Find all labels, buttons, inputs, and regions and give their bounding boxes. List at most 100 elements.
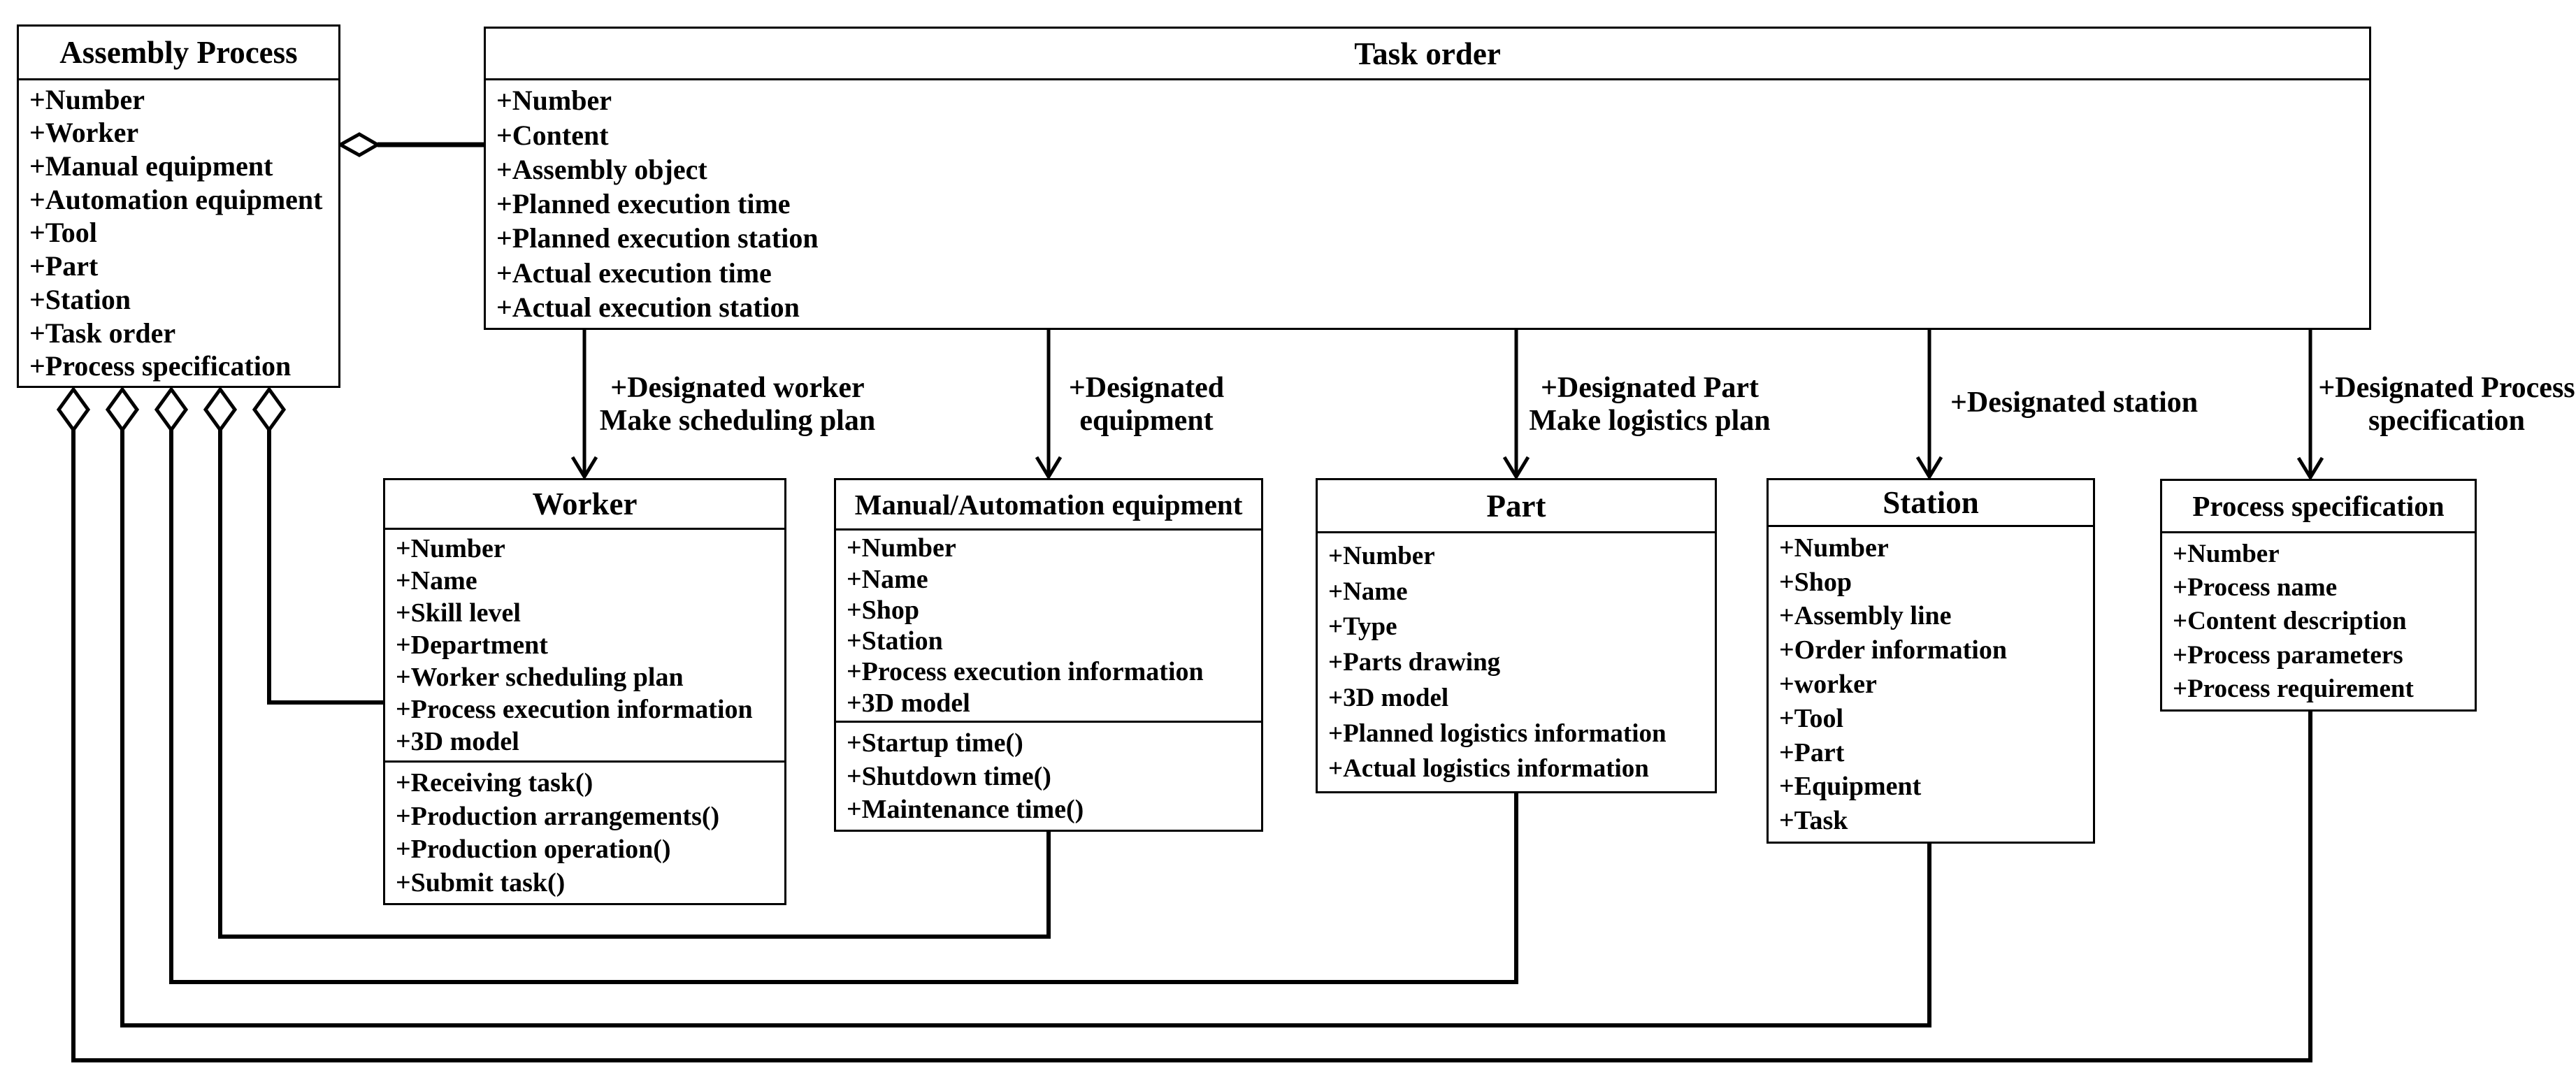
class-attribute: +Task order [29,317,176,349]
arrowhead-icon-process-specification [2296,456,2324,481]
class-attribute: +Number [847,533,956,563]
class-attribute: +Worker scheduling plan [396,663,684,692]
class-attribute: +Planned logistics information [1328,719,1667,748]
class-method: +Startup time() [847,728,1023,758]
class-attribute: +Number [496,85,612,117]
class-attribute: +Number [29,83,145,115]
class-assembly-process: Assembly Process +Number +Worker +Manual… [17,24,340,388]
class-attribute: +3D model [1328,683,1449,712]
edge-label-line: Make logistics plan [1529,405,1771,437]
class-attribute: +Name [396,566,477,596]
class-assembly-process-title: Assembly Process [19,27,338,80]
class-attribute: +Assembly object [496,153,707,185]
aggregation-diamond-icon-task-order [336,132,382,157]
class-attribute: +Name [1328,577,1408,606]
class-method: +Maintenance time() [847,795,1084,825]
aggregation-link-worker [267,430,385,705]
class-attribute: +Task [1779,806,1848,836]
class-attribute: +Actual logistics information [1328,754,1649,784]
class-worker-attributes: +Number +Name +Skill level +Department +… [385,530,784,760]
class-attribute: +Process name [2173,573,2338,603]
aggregation-diamond-icon-4 [203,386,238,433]
class-attribute: +Actual execution station [496,291,800,323]
class-attribute: +Parts drawing [1328,648,1501,677]
class-process-specification-attributes: +Number +Process name +Content descripti… [2162,533,2475,709]
class-attribute: +worker [1779,669,1877,699]
class-assembly-process-attributes: +Number +Worker +Manual equipment +Autom… [19,80,338,386]
class-method: +Receiving task() [396,767,593,798]
edge-label-process-specification: +Designated Process specification [2317,372,2576,438]
class-attribute: +Department [396,630,548,660]
class-method: +Submit task() [396,868,566,898]
class-method: +Production arrangements() [396,801,720,831]
class-task-order: Task order +Number +Content +Assembly ob… [484,27,2371,330]
aggregation-link-station [120,430,1931,1027]
edge-label-line: +Designated [1068,372,1225,404]
class-attribute: +Type [1328,612,1397,642]
class-worker: Worker +Number +Name +Skill level +Depar… [383,478,786,905]
arrowhead-icon-worker [570,456,598,480]
class-attribute: +Number [1779,533,1889,563]
class-attribute: +Automation equipment [29,183,323,215]
class-attribute: +Content [496,119,609,151]
class-attribute: +Process specification [29,350,292,382]
class-attribute: +Part [1779,737,1845,767]
class-equipment-title: Manual/Automation equipment [836,480,1261,531]
class-attribute: +Process execution information [847,657,1204,687]
class-attribute: +Number [1328,541,1435,570]
class-attribute: +Station [847,626,943,656]
class-method: +Production operation() [396,835,671,865]
class-attribute: +Number [396,534,505,563]
class-attribute: +Manual equipment [29,150,273,182]
class-attribute: +Name [847,564,928,594]
edge-label-worker: +Designated worker Make scheduling plan [566,372,909,438]
class-process-specification: Process specification +Number +Process n… [2160,479,2477,712]
class-attribute: +Planned execution time [496,188,791,219]
class-attribute: +Order information [1779,635,2007,665]
class-attribute: +Process requirement [2173,674,2414,703]
class-attribute: +Tool [1779,703,1844,733]
class-part-title: Part [1318,480,1715,533]
class-worker-methods: +Receiving task() +Production arrangemen… [385,760,784,903]
edge-label-station: +Designated station [1950,387,2199,419]
edge-label-line: Make scheduling plan [599,405,876,437]
class-equipment-methods: +Startup time() +Shutdown time() +Mainte… [836,721,1261,830]
class-attribute: +Shop [847,595,920,625]
aggregation-link-part [169,430,1518,984]
class-attribute: +Shop [1779,567,1852,597]
class-part-attributes: +Number +Name +Type +Parts drawing +3D m… [1318,533,1715,791]
arrowhead-icon-equipment [1035,456,1063,480]
edge-label-part: +Designated Part Make logistics plan [1489,372,1811,438]
edge-label-line: equipment [1079,405,1214,437]
class-equipment-attributes: +Number +Name +Shop +Station +Process ex… [836,531,1261,721]
class-attribute: +Part [29,250,99,282]
aggregation-diamond-icon-3 [154,386,189,433]
aggregation-diamond-icon-5 [252,386,287,433]
class-attribute: +3D model [396,727,519,756]
class-part: Part +Number +Name +Type +Parts drawing … [1316,478,1717,793]
class-attribute: +Process parameters [2173,640,2403,670]
class-attribute: +Assembly line [1779,601,1952,631]
aggregation-link-process-specification [71,430,2312,1062]
class-attribute: +Worker [29,117,139,149]
edge-label-line: specification [2368,405,2525,437]
aggregation-diamond-icon-1 [56,386,91,433]
aggregation-link-equipment [218,430,1051,939]
edge-label-line: +Designated station [1950,387,2199,419]
class-attribute: +Number [2173,540,2280,569]
arrowhead-icon-part [1502,456,1530,480]
class-task-order-title: Task order [486,29,2369,80]
class-attribute: +Tool [29,217,97,249]
class-attribute: +Skill level [396,598,521,628]
arrowhead-icon-station [1915,456,1943,480]
class-attribute: +Actual execution time [496,257,772,289]
class-attribute: +Content description [2173,607,2407,636]
edge-label-equipment: +Designated equipment [1056,372,1237,438]
edge-label-line: +Designated worker [610,372,865,404]
edge-label-line: +Designated Part [1540,372,1760,404]
class-worker-title: Worker [385,480,784,530]
class-station-attributes: +Number +Shop +Assembly line +Order info… [1769,527,2093,842]
class-station: Station +Number +Shop +Assembly line +Or… [1766,478,2095,844]
